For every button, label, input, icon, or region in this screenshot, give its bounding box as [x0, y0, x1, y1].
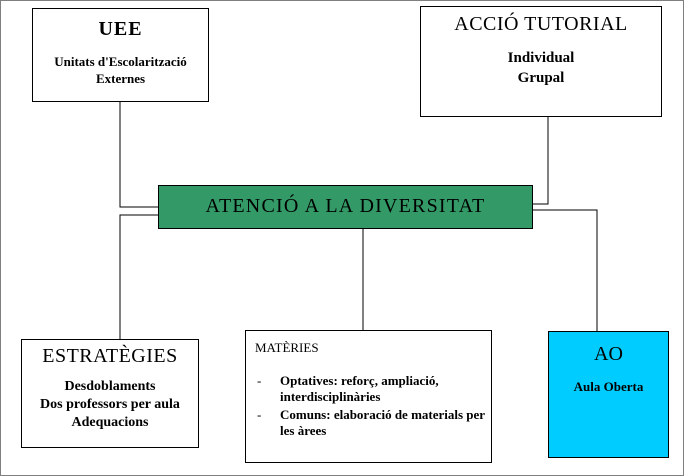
materies-title: MATÈRIES — [255, 340, 319, 355]
tutorial-item-individual: Individual — [507, 50, 575, 66]
estrategies-item: Dos professors per aula — [40, 397, 180, 412]
uee-line-1: Unitats d'Escolarització — [54, 54, 187, 69]
materies-box: MATÈRIES - Optatives: reforç, ampliació,… — [245, 330, 492, 463]
list-dash: - — [257, 407, 262, 422]
materies-item-text: Optatives: reforç, ampliació, interdisci… — [280, 373, 439, 404]
uee-title: UEE — [98, 18, 143, 40]
materies-item: - Optatives: reforç, ampliació, interdis… — [246, 373, 491, 405]
connector-tutorial — [533, 117, 549, 205]
accio-tutorial-items: Individual Grupal — [421, 48, 661, 88]
estrategies-item: Adequacions — [71, 415, 149, 430]
estrategies-item: Desdoblaments — [64, 379, 156, 394]
materies-list: - Optatives: reforç, ampliació, interdis… — [246, 373, 491, 439]
estrategies-title: ESTRATÈGIES — [42, 345, 178, 367]
connector-estrategies — [119, 214, 158, 339]
estrategies-box: ESTRATÈGIES Desdoblaments Dos professors… — [21, 339, 199, 448]
tutorial-item-grupal: Grupal — [517, 70, 565, 86]
central-box: ATENCIÓ A LA DIVERSITAT — [158, 185, 533, 229]
materies-item: - Comuns: elaboració de materials per le… — [246, 407, 491, 439]
connector-ao — [533, 209, 598, 331]
ao-box: AO Aula Oberta — [548, 331, 669, 458]
uee-line-2: Externes — [95, 71, 146, 86]
central-title: ATENCIÓ A LA DIVERSITAT — [205, 195, 486, 217]
ao-subtitle: Aula Oberta — [573, 379, 644, 394]
estrategies-items: Desdoblaments Dos professors per aula Ad… — [22, 378, 198, 432]
ao-title: AO — [594, 343, 623, 365]
accio-tutorial-title: ACCIÓ TUTORIAL — [454, 13, 628, 35]
uee-box: UEE Unitats d'Escolarització Externes — [32, 8, 209, 102]
uee-subtitle: Unitats d'Escolarització Externes — [33, 53, 208, 87]
accio-tutorial-box: ACCIÓ TUTORIAL Individual Grupal — [420, 6, 662, 117]
materies-item-text: Comuns: elaboració de materials per les … — [280, 407, 485, 438]
connector-uee — [119, 102, 158, 208]
list-dash: - — [257, 373, 262, 388]
